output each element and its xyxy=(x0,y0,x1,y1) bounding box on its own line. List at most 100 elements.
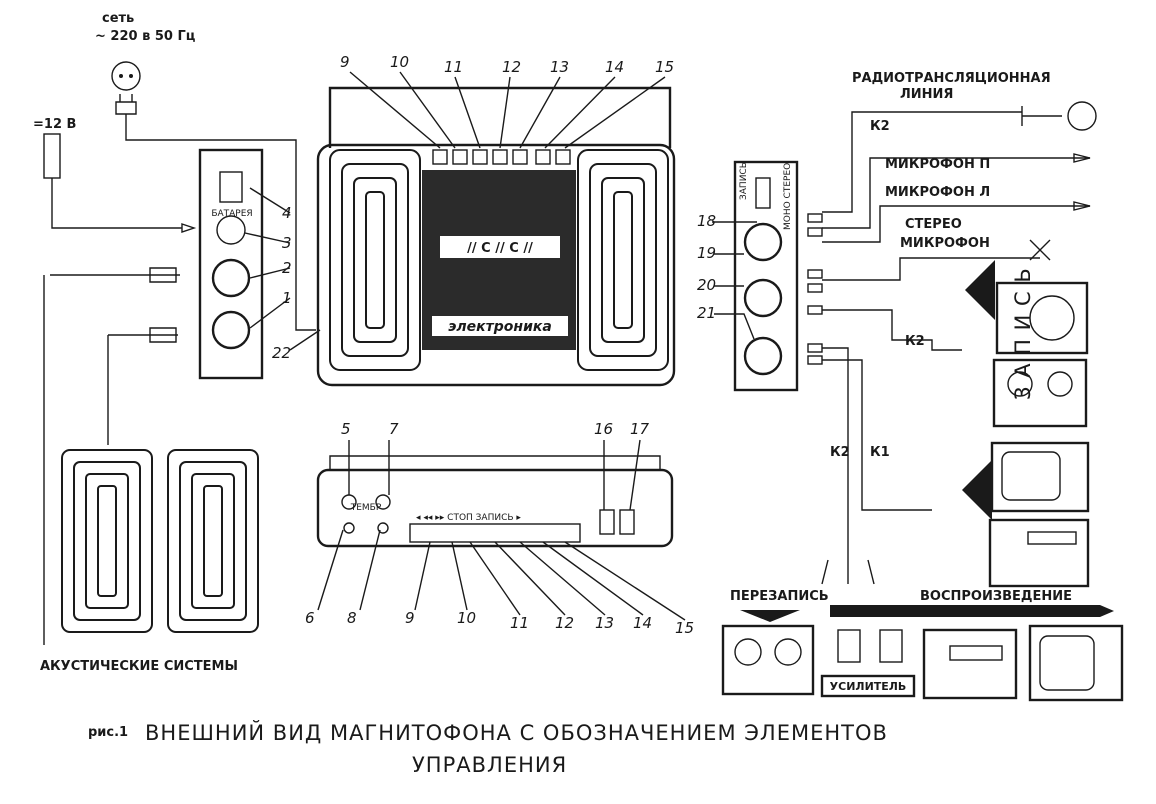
callout-12-front: 12 xyxy=(555,614,574,632)
mic-left-plug-icon xyxy=(1073,201,1091,211)
callout-15-front: 15 xyxy=(675,619,694,637)
callout-19: 19 xyxy=(697,244,716,262)
callout-4: 4 xyxy=(282,204,292,222)
speakers-label: АКУСТИЧЕСКИЕ СИСТЕМЫ xyxy=(40,659,238,674)
battery-indicator xyxy=(219,171,243,203)
callout-1: 1 xyxy=(282,289,292,307)
radio-plug-icon xyxy=(1021,106,1062,126)
rerecording-arrow-icon xyxy=(740,610,800,622)
reel-recorder-2-icon xyxy=(721,624,815,696)
right-side-panel xyxy=(733,160,799,392)
playback-cable-k2: К2 xyxy=(830,445,850,460)
mains-plug-icon xyxy=(115,94,137,115)
socket-pin-icon xyxy=(129,74,133,78)
mic-right-plug-icon xyxy=(1073,153,1091,163)
amp-speaker-left-icon xyxy=(837,629,861,663)
key-9[interactable] xyxy=(432,149,448,165)
callout-15-top: 15 xyxy=(655,58,674,76)
playback-label: ВОСПРОИЗВЕДЕНИЕ xyxy=(920,589,1072,604)
callout-11-top: 11 xyxy=(444,58,463,76)
callout-9-top: 9 xyxy=(340,53,350,71)
playback-receiver-icon xyxy=(922,628,1018,700)
speaker-jack-1[interactable] xyxy=(211,310,251,350)
main-unit-body xyxy=(316,143,676,387)
battery-label: БАТАРЕЯ xyxy=(211,209,252,219)
tv-icon xyxy=(990,441,1090,513)
switch-16[interactable] xyxy=(599,509,615,535)
rec-level-label: ЗАПИСЬ xyxy=(739,162,749,200)
callout-13-top: 13 xyxy=(550,58,569,76)
mic-right-cable xyxy=(822,157,1090,229)
callout-10-top: 10 xyxy=(390,53,409,71)
k2-record-cable xyxy=(822,309,962,351)
din-socket-20[interactable] xyxy=(743,278,783,318)
callout-6: 6 xyxy=(305,609,315,627)
front-key-strip xyxy=(409,523,581,543)
mic-left-cable xyxy=(822,205,1090,243)
din-socket-19[interactable] xyxy=(743,222,783,262)
playback-arrow-icon xyxy=(830,605,1114,617)
radio-line-label: РАДИОТРАНСЛЯЦИОННАЯ xyxy=(852,71,1051,86)
rerecording-label: ПЕРЕЗАПИСЬ xyxy=(730,589,829,604)
mains-cable xyxy=(125,114,316,331)
tone-label: ТЕМБР xyxy=(350,503,382,513)
mains-voltage-label: ~ 220 в 50 Гц xyxy=(95,29,196,44)
cable-k1: К1 xyxy=(870,445,890,460)
callout-leader-lines xyxy=(244,71,757,621)
stereo-label: СТЕРЕО xyxy=(905,217,962,232)
amp-speaker-right-icon xyxy=(879,629,903,663)
callout-11-front: 11 xyxy=(510,614,529,632)
front-key-labels: ◂ ◂◂ ▸▸ СТОП ЗАПИСЬ ▸ xyxy=(416,513,521,523)
record-arrow-icon xyxy=(965,260,995,320)
radio-cable-k2: К2 xyxy=(870,119,890,134)
knob-6[interactable] xyxy=(343,522,355,534)
callout-2: 2 xyxy=(282,259,292,277)
mic-left-label: МИКРОФОН Л xyxy=(885,185,990,200)
caption-line-2: УПРАВЛЕНИЯ xyxy=(412,753,567,777)
record-cable-k2: К2 xyxy=(905,334,925,349)
stereo-mic-cable xyxy=(822,257,1040,281)
key-11[interactable] xyxy=(472,149,488,165)
k2-playback-cable xyxy=(822,347,849,560)
amplifier-box xyxy=(820,674,916,698)
callout-18: 18 xyxy=(697,212,716,230)
knob-8[interactable] xyxy=(377,522,389,534)
radio-receiver-icon xyxy=(988,518,1090,588)
din-socket-21[interactable] xyxy=(743,336,783,376)
caption-prefix: рис.1 xyxy=(88,725,128,740)
transport-keys-top xyxy=(432,149,571,165)
record-player-icon xyxy=(995,281,1089,355)
callout-9-front: 9 xyxy=(405,609,415,627)
input-connectors xyxy=(807,213,823,365)
brand-label: электроника xyxy=(448,319,552,335)
speaker-cable-left xyxy=(43,274,180,645)
mic-right-label: МИКРОФОН П xyxy=(885,157,990,172)
speaker-cable-right xyxy=(107,334,178,445)
knob-7[interactable] xyxy=(375,494,391,510)
key-15[interactable] xyxy=(555,149,571,165)
key-10[interactable] xyxy=(452,149,468,165)
key-13[interactable] xyxy=(512,149,528,165)
caption-line-1: ВНЕШНИЙ ВИД МАГНИТОФОНА С ОБОЗНАЧЕНИЕМ Э… xyxy=(145,720,888,745)
cassette-window xyxy=(440,236,560,258)
dc-jack-icon xyxy=(181,223,197,233)
callout-8: 8 xyxy=(347,609,357,627)
radio-socket-icon xyxy=(1067,101,1097,131)
radio-line-label-2: ЛИНИЯ xyxy=(900,87,953,102)
callout-14-front: 14 xyxy=(633,614,652,632)
key-14[interactable] xyxy=(535,149,551,165)
speaker-jack-2[interactable] xyxy=(211,258,251,298)
callout-21: 21 xyxy=(697,304,716,322)
callout-7: 7 xyxy=(389,420,399,438)
speaker-plugs-icon xyxy=(149,267,177,343)
stereo-mic-icon xyxy=(1029,239,1051,261)
key-12[interactable] xyxy=(492,149,508,165)
amplifier-label: УСИЛИТЕЛЬ xyxy=(830,680,907,693)
power-switch-3[interactable] xyxy=(216,215,246,245)
switch-17[interactable] xyxy=(619,509,635,535)
front-view-body xyxy=(316,468,674,548)
callout-10-front: 10 xyxy=(457,609,476,627)
carry-handle xyxy=(328,86,672,148)
mono-stereo-label: МОНО СТЕРЕО xyxy=(783,163,793,230)
